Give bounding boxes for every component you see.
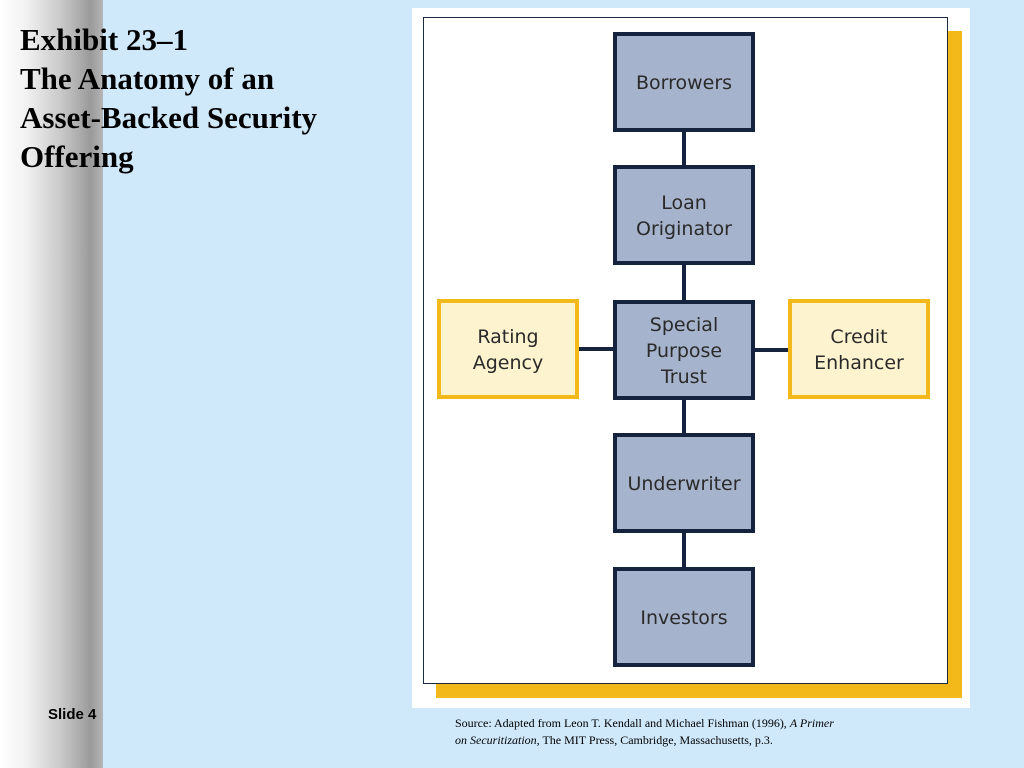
node-label-special-purpose-trust-0: Special xyxy=(650,314,718,336)
node-box-special-purpose-trust xyxy=(613,300,755,400)
node-box-underwriter xyxy=(613,433,755,533)
source-book-title-2: on Securitization xyxy=(455,733,537,747)
node-box-borrowers xyxy=(613,32,755,132)
source-book-title-1: A Primer xyxy=(789,716,834,730)
node-box-credit-enhancer xyxy=(788,299,930,399)
title-line-3: Asset-Backed Security xyxy=(20,100,318,135)
node-label-credit-enhancer-0: Credit xyxy=(830,326,887,348)
node-borrowers: Borrowers xyxy=(613,32,755,132)
node-underwriter: Underwriter xyxy=(613,433,755,533)
node-label-investors-0: Investors xyxy=(640,607,727,629)
node-label-loan-originator-1: Originator xyxy=(636,218,732,240)
node-label-credit-enhancer-1: Enhancer xyxy=(814,352,904,374)
node-label-loan-originator-0: Loan xyxy=(661,192,707,214)
node-label-rating-agency-0: Rating xyxy=(477,326,538,348)
left-gradient-band xyxy=(0,0,103,768)
title-line-4: Offering xyxy=(20,139,134,174)
node-box-loan-originator xyxy=(613,165,755,265)
source-note: Source: Adapted from Leon T. Kendall and… xyxy=(455,715,925,749)
node-box-investors xyxy=(613,567,755,667)
title-line-2: The Anatomy of an xyxy=(20,61,275,96)
node-label-special-purpose-trust-1: Purpose xyxy=(646,340,722,362)
node-label-borrowers-0: Borrowers xyxy=(636,72,732,94)
node-label-rating-agency-1: Agency xyxy=(473,352,543,374)
source-suffix: , The MIT Press, Cambridge, Massachusett… xyxy=(536,733,773,747)
title-line-1: Exhibit 23–1 xyxy=(20,22,188,57)
node-box-rating-agency xyxy=(437,299,579,399)
node-label-special-purpose-trust-2: Trust xyxy=(660,366,707,388)
source-prefix: Source: Adapted from Leon T. Kendall and… xyxy=(455,716,790,730)
node-label-underwriter-0: Underwriter xyxy=(627,473,740,495)
node-investors: Investors xyxy=(613,567,755,667)
slide-number: Slide 4 xyxy=(48,706,97,723)
slide-title: Exhibit 23–1 The Anatomy of an Asset-Bac… xyxy=(20,20,380,176)
